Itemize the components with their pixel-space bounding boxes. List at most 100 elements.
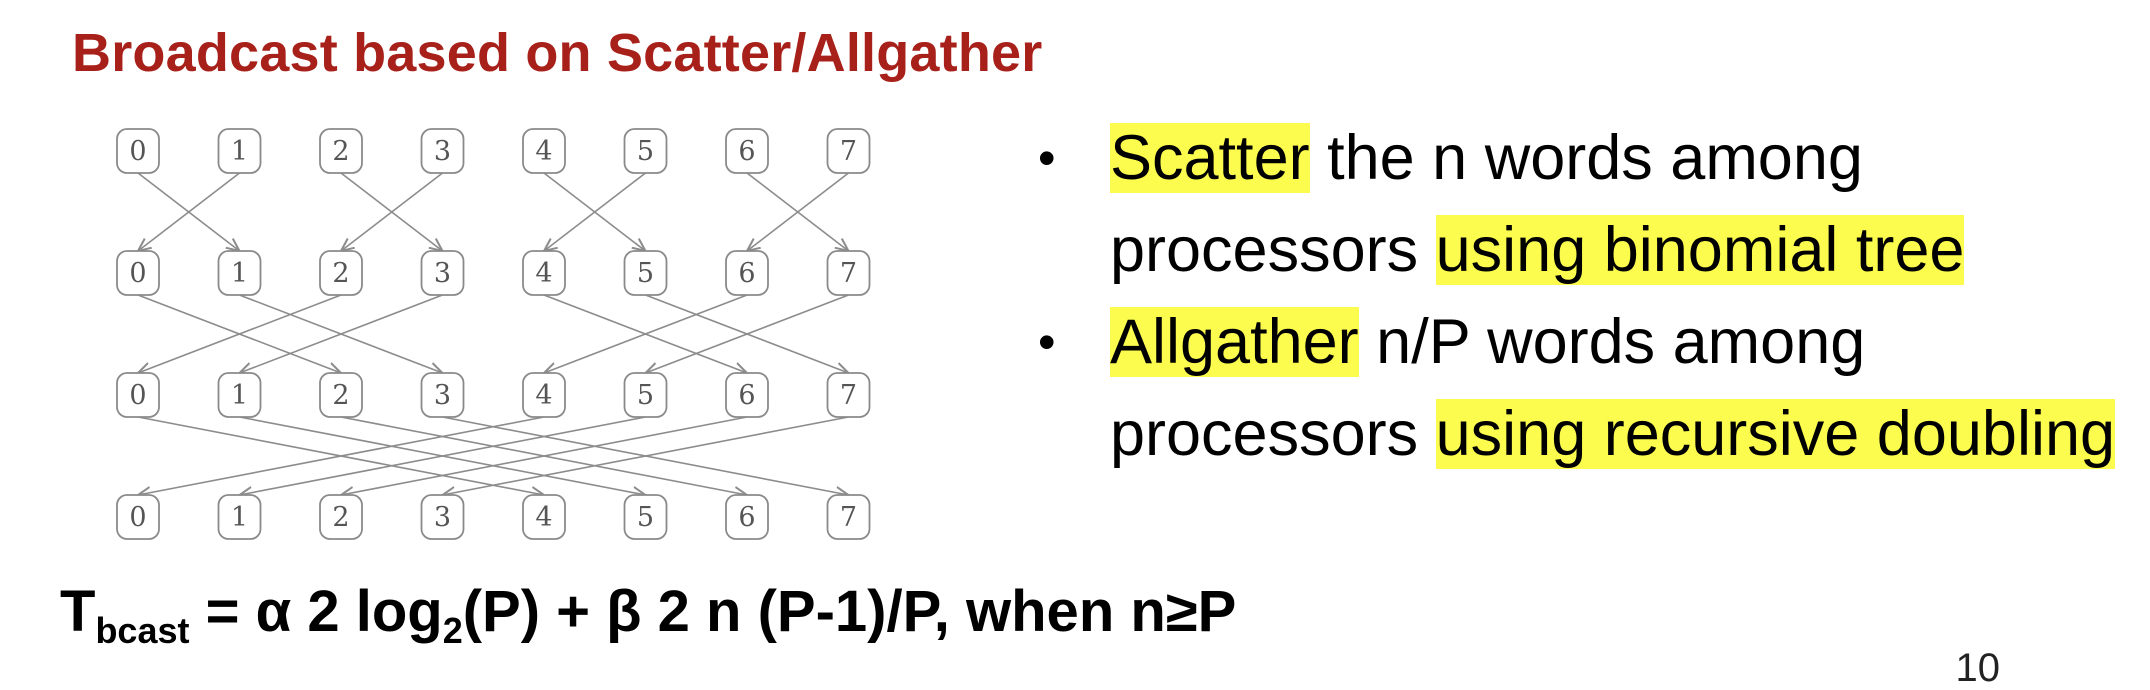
bullet-text: processors [1110,215,1436,285]
node-label: 0 [129,258,146,289]
node-box [623,250,668,296]
bullet-dot: • [1038,130,1056,186]
edge-1-to-3-level-1 [239,294,443,373]
node-6-level-0: 6 [725,128,769,174]
highlight-allgather: Allgather [1110,307,1359,377]
bullet-text: n/P words among [1358,307,1866,377]
edge-6-to-7-level-0 [746,172,849,251]
node-box [420,128,465,174]
node-2-level-3: 2 [319,494,363,540]
node-label: 4 [535,380,552,411]
bullet-list: • Scatter the n words among processors u… [1030,112,2140,480]
node-1-level-0: 1 [217,128,262,174]
node-box [725,128,769,174]
node-label: 6 [738,136,755,167]
highlight-recursive-doubling: using recursive doubling [1435,399,2116,469]
node-box [420,372,465,418]
bullet-dot: • [1038,314,1056,370]
node-3-level-2: 3 [420,372,465,418]
node-4-level-0: 4 [522,128,566,174]
node-box [319,494,363,540]
node-2-level-1: 2 [319,250,363,296]
node-0-level-2: 0 [116,372,160,418]
node-label: 2 [332,136,349,167]
edge-5-to-7-level-1 [645,294,849,373]
node-box [217,494,262,540]
slide-title: Broadcast based on Scatter/Allgather [72,23,1043,83]
edge-4-to-5-level-0 [543,172,646,251]
node-7-level-1: 7 [826,250,871,296]
node-box [522,128,566,174]
edge-1-to-5-level-2 [239,416,646,495]
node-label: 6 [738,502,755,533]
node-box [217,372,262,418]
node-6-level-2: 6 [725,372,769,418]
node-box [725,372,769,418]
node-label: 5 [637,380,654,411]
node-box [116,372,160,418]
node-7-level-2: 7 [826,372,871,418]
formula-t: T [60,579,96,644]
bullet-line: processors using recursive doubling [1110,388,2140,480]
diagram-edges [138,172,849,495]
node-box [725,494,769,540]
node-6-level-1: 6 [725,250,769,296]
node-box [217,128,262,174]
node-box [522,372,566,418]
node-label: 1 [231,258,248,289]
edge-2-to-6-level-2 [340,416,747,495]
node-box [319,372,363,418]
node-box [319,128,363,174]
node-label: 4 [535,136,552,167]
node-label: 1 [231,136,248,167]
node-label: 3 [434,502,451,533]
node-box [522,494,566,540]
edge-2-to-3-level-0 [340,172,443,251]
node-label: 1 [231,502,248,533]
node-box [420,250,465,296]
node-label: 2 [332,502,349,533]
node-label: 0 [129,502,146,533]
node-1-level-1: 1 [217,250,262,296]
node-box [725,250,769,296]
page-number: 10 [1955,646,2001,690]
node-5-level-3: 5 [623,494,668,540]
node-label: 4 [535,258,552,289]
node-1-level-3: 1 [217,494,262,540]
node-label: 5 [637,502,654,533]
node-0-level-1: 0 [116,250,160,296]
node-box [826,494,871,540]
node-label: 6 [738,258,755,289]
node-label: 2 [332,258,349,289]
cost-formula: Tbcast = α 2 log2(P) + β 2 n (P-1)/P, wh… [60,578,1236,652]
bullet-allgather: • Allgather n/P words among processors u… [1030,296,2140,480]
node-label: 3 [434,136,451,167]
node-label: 7 [840,136,857,167]
bullet-line: Scatter the n words among [1110,112,2140,204]
node-box [623,494,668,540]
edge-3-to-7-level-2 [442,416,849,495]
node-label: 4 [535,502,552,533]
bullet-scatter: • Scatter the n words among processors u… [1030,112,2140,296]
bullet-text: the n words among [1309,123,1863,193]
node-box [826,128,871,174]
node-label: 5 [637,258,654,289]
bullet-line: processors using binomial tree [1110,204,2140,296]
highlight-scatter: Scatter [1110,123,1310,193]
node-0-level-0: 0 [116,128,160,174]
node-2-level-0: 2 [319,128,363,174]
node-label: 3 [434,258,451,289]
node-2-level-2: 2 [319,372,363,418]
node-1-level-2: 1 [217,372,262,418]
node-box [319,250,363,296]
bullet-line: Allgather n/P words among [1110,296,2140,388]
node-4-level-3: 4 [522,494,566,540]
node-box [826,250,871,296]
node-label: 7 [840,380,857,411]
node-4-level-1: 4 [522,250,566,296]
node-label: 5 [637,136,654,167]
node-5-level-1: 5 [623,250,668,296]
node-3-level-3: 3 [420,494,465,540]
